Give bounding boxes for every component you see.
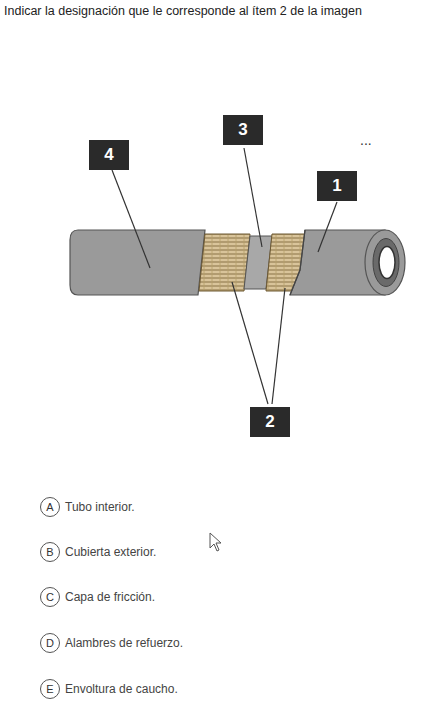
- answer-option: E Envoltura de caucho.: [40, 679, 178, 699]
- answer-option: D Alambres de refuerzo.: [40, 633, 183, 653]
- option-letter: C: [40, 587, 60, 607]
- option-text: Cubierta exterior.: [65, 545, 156, 559]
- option-text: Alambres de refuerzo.: [65, 636, 183, 650]
- option-text: Envoltura de caucho.: [65, 682, 178, 696]
- callout-number: 2: [250, 407, 290, 437]
- callout-text: 1: [332, 176, 341, 196]
- ellipsis-mark: ...: [360, 132, 372, 148]
- question-title: Indicar la designación que le correspond…: [4, 4, 445, 18]
- option-letter: E: [40, 679, 60, 699]
- option-letter: A: [40, 497, 60, 517]
- option-text: Capa de fricción.: [65, 590, 155, 604]
- option-letter: B: [40, 542, 60, 562]
- answer-option: A Tubo interior.: [40, 497, 135, 517]
- callout-number: 4: [89, 140, 129, 170]
- callout-number: 3: [223, 115, 263, 145]
- answer-option: B Cubierta exterior.: [40, 542, 156, 562]
- callout-text: 3: [238, 120, 247, 140]
- callout-text: 4: [104, 145, 113, 165]
- callout-text: 2: [265, 412, 274, 432]
- option-letter: D: [40, 633, 60, 653]
- callout-number: 1: [317, 171, 357, 201]
- option-text: Tubo interior.: [65, 500, 135, 514]
- answer-option: C Capa de fricción.: [40, 587, 155, 607]
